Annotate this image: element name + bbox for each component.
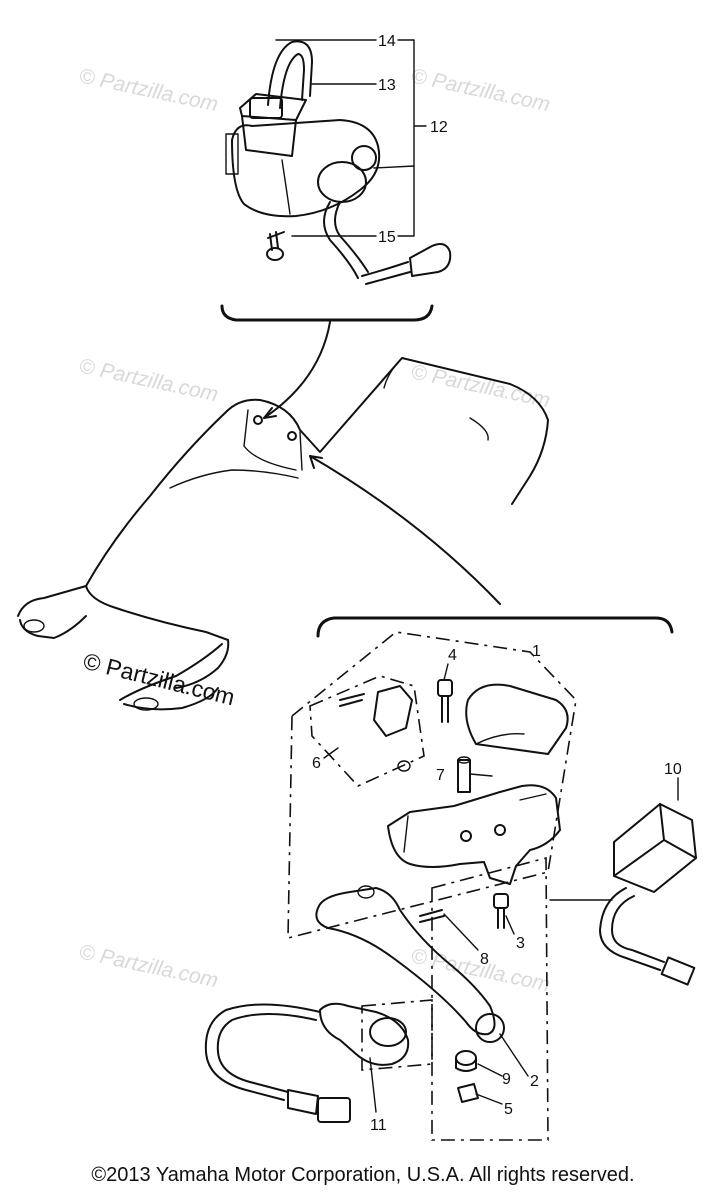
callout-6: 6: [312, 755, 321, 772]
callout-7: 7: [436, 767, 445, 784]
callout-4: 4: [448, 647, 457, 664]
watermark-text: © Partzilla.com: [409, 64, 552, 116]
callout-1: 1: [532, 643, 541, 660]
callout-12: 12: [430, 119, 448, 136]
callout-15: 15: [378, 229, 396, 246]
watermark-text: © Partzilla.com: [77, 354, 220, 406]
brake-lever-assembly: [204, 631, 697, 1141]
callout-9: 9: [502, 1071, 511, 1088]
watermark-text: © Partzilla.com: [409, 360, 552, 412]
snowmobile-outline: [17, 357, 674, 711]
switch-housing-assembly: [220, 39, 452, 419]
callout-2: 2: [530, 1073, 539, 1090]
callout-8: 8: [480, 951, 489, 968]
callout-10: 10: [664, 761, 682, 778]
callout-11: 11: [370, 1117, 387, 1134]
watermark-layer: © Partzilla.com © Partzilla.com © Partzi…: [77, 64, 552, 996]
callout-numbers: 1 2 3 4 5 6 7 8 9 10 11 12 13 14 15: [312, 33, 682, 1134]
callout-14: 14: [378, 33, 396, 50]
watermark-text: © Partzilla.com: [77, 940, 220, 992]
callout-5: 5: [504, 1101, 513, 1118]
watermark-text-dark: © Partzilla.com: [81, 648, 238, 711]
watermark-text: © Partzilla.com: [77, 64, 220, 116]
copyright-notice: ©2013 Yamaha Motor Corporation, U.S.A. A…: [91, 1164, 635, 1186]
callout-13: 13: [378, 77, 396, 94]
callout-3: 3: [516, 935, 525, 952]
